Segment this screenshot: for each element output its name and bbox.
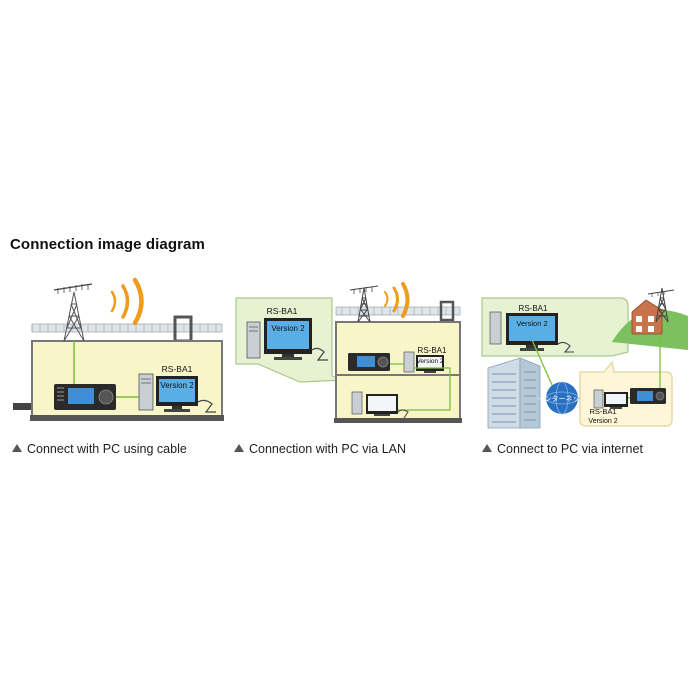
pc-tower-icon xyxy=(138,373,154,411)
caption-lan: Connection with PC via LAN xyxy=(234,442,406,456)
caption-internet-text: Connect to PC via internet xyxy=(497,442,643,456)
monitor-icon xyxy=(156,376,198,412)
radio-wave-icon xyxy=(384,282,410,318)
pc-tower-icon xyxy=(403,351,415,373)
software-label: RS-BA1 xyxy=(589,407,616,416)
antenna-icon xyxy=(349,285,379,323)
pc-tower-icon xyxy=(593,389,604,409)
internet-label: インターネット xyxy=(538,394,587,403)
software-label: RS-BA1 xyxy=(267,306,298,316)
office-building-icon xyxy=(487,357,541,429)
caption-cable: Connect with PC using cable xyxy=(12,442,187,456)
version-label: Version 2 xyxy=(271,324,305,333)
caption-lan-text: Connection with PC via LAN xyxy=(249,442,407,456)
monitor-icon xyxy=(506,313,558,351)
microphone-icon xyxy=(311,347,328,361)
software-label: RS-BA1 xyxy=(162,364,193,374)
caption-cable-text: Connect with PC using cable xyxy=(27,442,187,456)
triangle-icon xyxy=(234,444,244,452)
pc-tower-icon xyxy=(351,391,363,415)
lan-cable xyxy=(398,367,451,411)
version-label: Version 2 xyxy=(516,319,547,328)
version-label: Version 2 xyxy=(588,418,617,425)
monitor-icon xyxy=(416,355,444,373)
pc-tower-icon xyxy=(246,321,261,359)
caption-internet: Connect to PC via internet xyxy=(482,442,643,456)
antenna-icon xyxy=(53,283,93,342)
microphone-icon xyxy=(557,341,574,353)
diagram-title: Connection image diagram xyxy=(10,236,205,253)
microphone-icon xyxy=(397,409,409,419)
software-label: RS-BA1 xyxy=(519,304,548,313)
connection-diagram: RS-BA1 Version 2 RS-BA1 Version 2 xyxy=(13,277,688,429)
radio-wave-icon xyxy=(110,277,144,326)
triangle-icon xyxy=(12,444,22,452)
microphone-icon xyxy=(197,399,216,413)
monitor-icon xyxy=(604,392,628,409)
transceiver-icon xyxy=(348,353,390,371)
panel-cable-connection: RS-BA1 Version 2 xyxy=(13,277,224,421)
panel-internet-connection: RS-BA1 Version 2 インターネット xyxy=(481,287,688,429)
house-icon xyxy=(612,287,688,350)
version-label: Version 2 xyxy=(160,381,194,390)
monitor-icon xyxy=(366,394,398,416)
version-label: Version 2 xyxy=(416,358,443,365)
panel-lan-connection: RS-BA1 Version 2 xyxy=(235,282,462,423)
software-label: RS-BA1 xyxy=(418,346,447,355)
pc-tower-icon xyxy=(489,311,502,345)
internet-globe-icon: インターネット xyxy=(538,381,587,415)
triangle-icon xyxy=(482,444,492,452)
monitor-icon xyxy=(264,318,312,360)
transceiver-icon xyxy=(54,384,116,410)
transceiver-icon xyxy=(630,388,666,404)
